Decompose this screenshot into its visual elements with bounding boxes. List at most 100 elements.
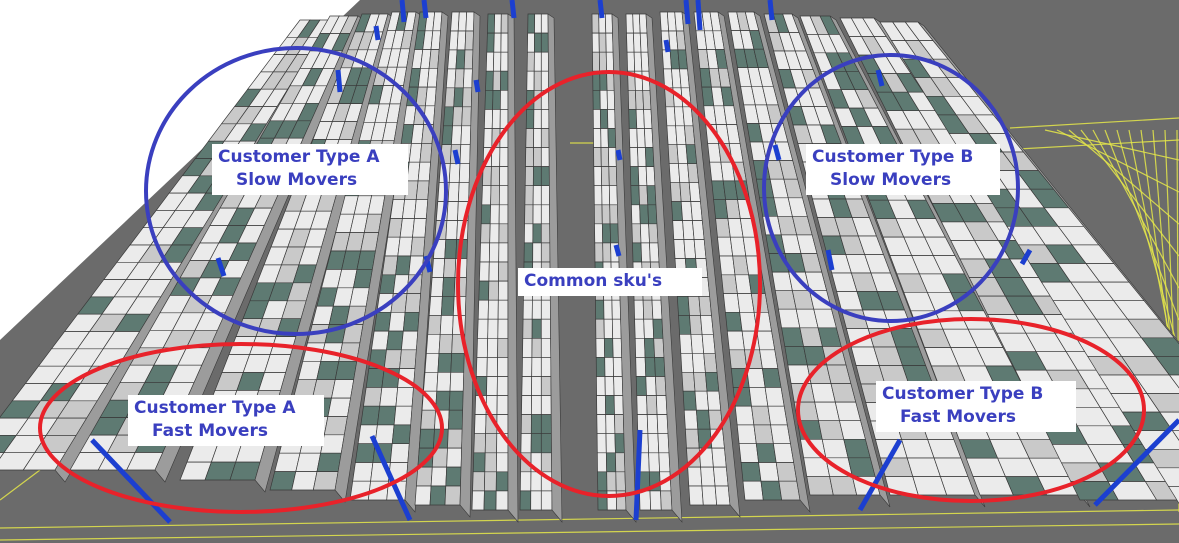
storage-box bbox=[489, 223, 500, 244]
storage-box bbox=[600, 166, 610, 187]
storage-box bbox=[1154, 356, 1179, 376]
storage-box bbox=[452, 106, 463, 127]
storage-box bbox=[312, 471, 339, 491]
storage-box bbox=[524, 185, 534, 206]
storage-box bbox=[625, 13, 634, 34]
storage-box bbox=[522, 318, 533, 339]
grid-line bbox=[1056, 129, 1179, 193]
storage-box bbox=[1171, 430, 1179, 441]
storage-box bbox=[676, 296, 690, 316]
storage-box bbox=[608, 166, 618, 187]
storage-box bbox=[646, 185, 657, 206]
storage-box bbox=[593, 185, 603, 206]
storage-box bbox=[649, 490, 662, 511]
storage-box bbox=[646, 395, 658, 415]
storage-box bbox=[531, 357, 542, 377]
storage-box bbox=[395, 387, 414, 407]
storage-box bbox=[475, 357, 488, 377]
label-common-skus: Common sku's bbox=[518, 268, 702, 296]
storage-box bbox=[696, 409, 711, 430]
storage-box bbox=[445, 68, 457, 89]
storage-box bbox=[654, 357, 666, 377]
storage-box bbox=[463, 49, 474, 70]
storage-box bbox=[655, 395, 668, 415]
storage-box bbox=[371, 330, 390, 351]
storage-box bbox=[487, 299, 499, 320]
storage-box bbox=[524, 204, 534, 225]
storage-box bbox=[497, 318, 509, 339]
storage-box bbox=[483, 128, 493, 148]
storage-box bbox=[602, 242, 612, 263]
storage-box bbox=[626, 51, 636, 72]
zone-outlines bbox=[38, 46, 1146, 514]
storage-box bbox=[486, 357, 498, 377]
zone-circle-a-slow bbox=[144, 46, 448, 336]
storage-box bbox=[614, 414, 625, 435]
label-customer-type-a-fast-movers: Customer Type A Fast Movers bbox=[128, 395, 324, 446]
storage-box bbox=[533, 70, 542, 91]
grid-line bbox=[1104, 129, 1179, 321]
storage-box bbox=[627, 89, 637, 110]
storage-box bbox=[657, 433, 670, 454]
rack-upright bbox=[335, 69, 343, 93]
storage-box bbox=[532, 242, 542, 263]
storage-box bbox=[638, 185, 649, 206]
storage-box bbox=[658, 452, 671, 473]
storage-box bbox=[402, 199, 417, 219]
storage-box bbox=[638, 13, 648, 34]
storage-box bbox=[473, 433, 486, 454]
rack-upright bbox=[875, 69, 885, 87]
storage-box bbox=[443, 106, 455, 127]
storage-box bbox=[496, 452, 509, 473]
storage-box bbox=[630, 185, 640, 206]
rack-row bbox=[414, 11, 481, 518]
storage-box bbox=[596, 452, 608, 473]
storage-box bbox=[410, 236, 426, 257]
storage-box bbox=[534, 32, 542, 53]
label-line-2: Slow Movers bbox=[236, 170, 358, 190]
storage-box bbox=[388, 311, 406, 332]
storage-box bbox=[601, 185, 611, 206]
label-line-2: Fast Movers bbox=[152, 421, 268, 441]
storage-box bbox=[632, 242, 643, 263]
storage-box bbox=[679, 333, 693, 354]
storage-box bbox=[484, 452, 497, 473]
blue-uprights bbox=[90, 0, 1179, 524]
storage-box bbox=[629, 147, 639, 167]
storage-box bbox=[500, 13, 509, 34]
rack-rows bbox=[0, 11, 1179, 523]
storage-box bbox=[606, 490, 618, 511]
storage-box bbox=[615, 452, 626, 473]
storage-box bbox=[605, 433, 616, 454]
storage-box bbox=[685, 428, 700, 449]
storage-box bbox=[713, 466, 729, 487]
storage-box bbox=[636, 128, 646, 148]
storage-box bbox=[534, 13, 542, 34]
storage-box bbox=[399, 218, 415, 238]
storage-box bbox=[608, 147, 617, 167]
storage-box bbox=[476, 337, 489, 358]
storage-box bbox=[391, 424, 412, 445]
storage-box bbox=[596, 395, 607, 415]
storage-box bbox=[437, 352, 453, 373]
storage-box bbox=[519, 471, 532, 492]
storage-box bbox=[488, 280, 499, 301]
rack-upright bbox=[663, 39, 671, 53]
storage-box bbox=[365, 368, 385, 388]
grid-line bbox=[0, 509, 1179, 529]
storage-box bbox=[660, 490, 673, 511]
storage-box bbox=[533, 51, 542, 72]
storage-box bbox=[483, 109, 493, 129]
storage-box bbox=[635, 376, 647, 396]
storage-box bbox=[667, 144, 679, 165]
floor-grid-lines bbox=[0, 117, 1179, 541]
storage-box bbox=[698, 296, 712, 316]
storage-box bbox=[440, 296, 455, 316]
storage-box bbox=[603, 337, 614, 358]
storage-box bbox=[498, 204, 509, 225]
storage-box bbox=[490, 185, 500, 206]
storage-box bbox=[689, 315, 703, 335]
storage-box bbox=[615, 471, 626, 492]
storage-box bbox=[331, 379, 355, 399]
